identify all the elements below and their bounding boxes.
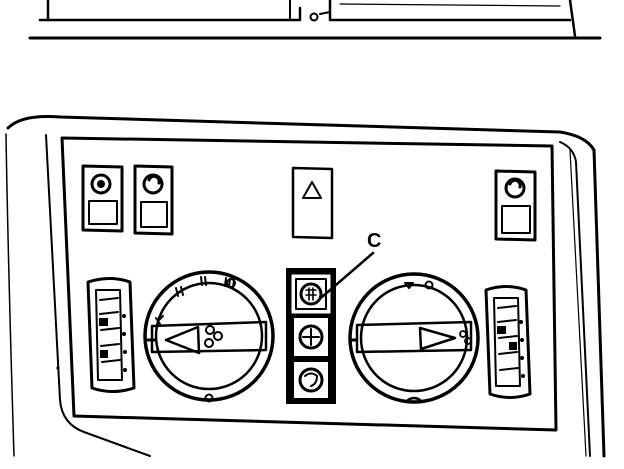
vent-icon bbox=[459, 330, 472, 345]
callout-label: C bbox=[367, 230, 381, 252]
rocker-switch-right[interactable] bbox=[494, 169, 537, 242]
right-rotary-knob[interactable] bbox=[348, 272, 480, 404]
triangle-up-icon bbox=[302, 181, 322, 199]
trim-screw-icon bbox=[309, 12, 319, 22]
indicator-lamp-icon bbox=[147, 174, 161, 185]
pointer-triangle-right-icon bbox=[418, 326, 457, 351]
upper-dashboard-trim bbox=[28, 0, 602, 40]
rocker-switch-left-1[interactable] bbox=[81, 164, 124, 233]
pointer-triangle-left-icon bbox=[164, 325, 201, 355]
left-temperature-thumbwheel[interactable] bbox=[86, 277, 136, 393]
callout-leader-line bbox=[320, 251, 375, 299]
centre-push-button[interactable] bbox=[291, 166, 334, 240]
knob-grip-bar bbox=[150, 320, 268, 354]
fan-off-icon bbox=[226, 278, 236, 288]
defrost-icon bbox=[298, 367, 324, 393]
recirculation-button[interactable] bbox=[295, 278, 327, 310]
knob-grip-bar bbox=[355, 320, 473, 354]
indicator-lamp-icon bbox=[508, 178, 522, 189]
air-distribution-button[interactable] bbox=[298, 324, 324, 350]
control-panel-face bbox=[60, 136, 558, 432]
rocker-switch-left-2[interactable] bbox=[133, 164, 174, 236]
right-temperature-thumbwheel[interactable] bbox=[484, 285, 532, 399]
air-distribution-icon bbox=[298, 324, 324, 350]
fan-icon bbox=[204, 325, 223, 348]
callout-c: C bbox=[320, 230, 381, 299]
dial-scale-markings bbox=[404, 280, 434, 290]
panel-speck bbox=[56, 366, 60, 370]
defrost-button[interactable] bbox=[298, 367, 324, 393]
dashboard-bezel bbox=[5, 115, 606, 458]
left-blower-rotary-knob[interactable] bbox=[143, 270, 275, 403]
recirculation-icon bbox=[299, 282, 323, 306]
indicator-lamp-icon bbox=[97, 180, 105, 188]
